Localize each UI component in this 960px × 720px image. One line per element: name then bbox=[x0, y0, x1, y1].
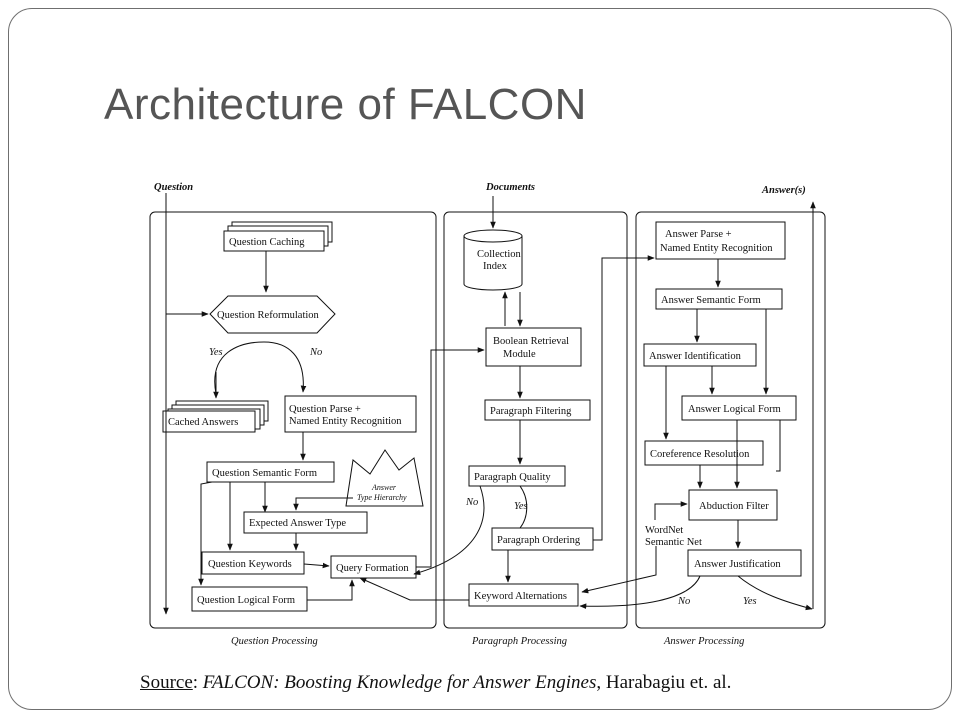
question-reformulation-node bbox=[209, 295, 336, 334]
answer-semantic-form-box bbox=[655, 288, 783, 310]
query-formation-label: Query Formation bbox=[336, 563, 409, 574]
answer-semantic-form-label: Answer Semantic Form bbox=[661, 295, 761, 306]
question-processing-label: Question Processing bbox=[231, 636, 318, 647]
boolean-retrieval-box bbox=[485, 327, 582, 367]
source-title: FALCON: Boosting Knowledge for Answer En… bbox=[202, 672, 597, 693]
question-keywords-label: Question Keywords bbox=[208, 559, 292, 570]
justification-yes-label: Yes bbox=[743, 596, 757, 607]
answers-output-label: Answer(s) bbox=[761, 185, 806, 196]
question-caching-label: Question Caching bbox=[229, 237, 305, 248]
wordnet-label: WordNet bbox=[645, 525, 683, 536]
question-logical-form-label: Question Logical Form bbox=[197, 595, 295, 606]
paragraph-ordering-box bbox=[491, 527, 594, 551]
question-parse-label: Question Parse + bbox=[289, 404, 361, 415]
question-logical-form-box bbox=[191, 586, 308, 612]
quality-yes-label: Yes bbox=[514, 501, 528, 512]
question-reformulation-label: Question Reformulation bbox=[217, 310, 320, 321]
connectors bbox=[163, 193, 816, 615]
quality-no-label: No bbox=[465, 497, 478, 508]
answer-justification-box bbox=[687, 549, 802, 577]
expected-answer-type-label: Expected Answer Type bbox=[249, 518, 346, 529]
answer-identification-box bbox=[643, 343, 757, 367]
answer-processing-label: Answer Processing bbox=[663, 636, 744, 647]
answer-type-hierarchy-node bbox=[345, 449, 424, 507]
paragraph-ordering-label: Paragraph Ordering bbox=[497, 535, 581, 546]
source-authors: , Harabagiu et. al. bbox=[596, 672, 732, 693]
coreference-resolution-box bbox=[644, 440, 764, 466]
question-parse-box bbox=[284, 395, 417, 433]
paragraph-filtering-box bbox=[484, 399, 591, 421]
cached-answers-label: Cached Answers bbox=[168, 417, 238, 428]
collection-index-label-2: Index bbox=[483, 261, 508, 272]
wordnet-label-2: Semantic Net bbox=[645, 537, 702, 548]
question-input-label: Question bbox=[154, 182, 193, 193]
boolean-retrieval-label: Boolean Retrieval bbox=[493, 336, 569, 347]
abduction-filter-label: Abduction Filter bbox=[699, 501, 769, 512]
answer-parse-label-2: Named Entity Recognition bbox=[660, 243, 773, 254]
answer-parse-box bbox=[655, 221, 786, 260]
keyword-alternations-box bbox=[468, 583, 579, 607]
question-parse-label-2: Named Entity Recognition bbox=[289, 416, 402, 427]
answer-parse-label: Answer Parse + bbox=[665, 229, 732, 240]
documents-input-label: Documents bbox=[485, 182, 535, 193]
source-label: Source bbox=[140, 672, 193, 693]
question-caching-box bbox=[223, 221, 333, 252]
cache-yes-label: Yes bbox=[209, 347, 223, 358]
question-semantic-form-label: Question Semantic Form bbox=[212, 468, 317, 479]
paragraph-processing-label: Paragraph Processing bbox=[471, 636, 567, 647]
question-keywords-box bbox=[201, 551, 305, 575]
answer-logical-form-label: Answer Logical Form bbox=[688, 404, 781, 415]
paragraph-quality-box bbox=[468, 465, 566, 487]
question-processing-panel bbox=[149, 211, 437, 629]
justification-no-label: No bbox=[677, 596, 690, 607]
source-citation: Source: FALCON: Boosting Knowledge for A… bbox=[140, 672, 731, 694]
expected-answer-type-box bbox=[243, 511, 368, 534]
cache-no-label: No bbox=[309, 347, 322, 358]
coreference-resolution-label: Coreference Resolution bbox=[650, 449, 750, 460]
answer-processing-panel bbox=[635, 211, 826, 629]
abduction-filter-box bbox=[688, 489, 778, 521]
answer-justification-label: Answer Justification bbox=[694, 559, 781, 570]
source-separator: : bbox=[192, 672, 203, 693]
question-semantic-form-box bbox=[206, 461, 335, 483]
cached-answers-box bbox=[162, 400, 269, 433]
paragraph-filtering-label: Paragraph Filtering bbox=[490, 406, 572, 417]
collection-index-node bbox=[463, 229, 523, 291]
slide-title: Architecture of FALCON bbox=[104, 80, 587, 129]
answer-logical-form-box bbox=[681, 395, 797, 421]
answer-identification-label: Answer Identification bbox=[649, 351, 742, 362]
keyword-alternations-label: Keyword Alternations bbox=[474, 591, 567, 602]
collection-index-label: Collection bbox=[477, 249, 521, 260]
answer-type-hierarchy-label: Answer bbox=[371, 483, 397, 492]
boolean-retrieval-label-2: Module bbox=[503, 349, 536, 360]
paragraph-quality-label: Paragraph Quality bbox=[474, 472, 551, 483]
paragraph-processing-panel bbox=[443, 211, 628, 629]
answer-type-hierarchy-label-2: Type Hierarchy bbox=[357, 493, 407, 502]
